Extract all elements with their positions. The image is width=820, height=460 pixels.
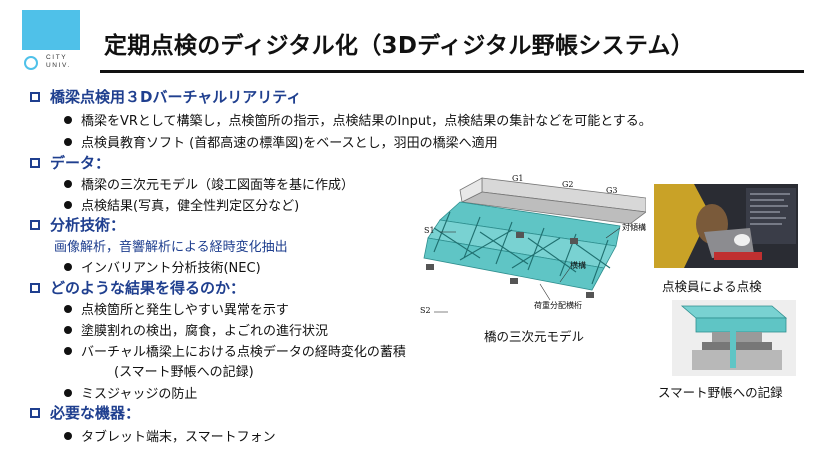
list-item: タブレット端末，スマートフォン (64, 426, 276, 445)
square-bullet-icon (30, 157, 40, 168)
list-item: ミスジャッジの防止 (64, 383, 197, 402)
list-item: 橋梁をVRとして構築し，点検箇所の指示，点検結果のInput，点検結果の集計など… (64, 110, 652, 129)
list-item: インバリアント分析技術(NEC) (64, 257, 261, 276)
bridge-model-figure: G1 G2 G3 S1 S2 対傾構 横構 荷重分配横桁 (420, 172, 648, 322)
bullet-icon (64, 115, 72, 124)
list-item: 点検員教育ソフト (首都高速の標準図)をベースとし，羽田の橋梁へ適用 (64, 132, 498, 151)
label-load-distribution-beam: 荷重分配横桁 (534, 301, 582, 310)
page-title: 定期点検のディジタル化（3Dディジタル野帳システム） (104, 33, 695, 59)
city-univ-logo: CITY UNIV. (22, 10, 82, 76)
section-heading-data: データ： (30, 152, 110, 173)
bullet-icon (64, 304, 72, 313)
title-divider (100, 70, 804, 73)
label-g1: G1 (512, 174, 524, 183)
label-s1: S1 (424, 226, 435, 235)
square-bullet-icon (30, 91, 40, 102)
list-item: 点検箇所と発生しやすい異常を示す (64, 299, 289, 318)
square-bullet-icon (30, 219, 40, 230)
inspector-caption: 点検員による点検 (662, 279, 762, 294)
label-cross-frame: 対傾構 (622, 223, 646, 232)
smart-notebook-figure (672, 300, 796, 376)
logo-mark (22, 10, 80, 50)
logo-ring-icon (24, 56, 38, 70)
label-g3: G3 (606, 186, 618, 195)
list-item-continuation: (スマート野帳への記録) (114, 365, 254, 380)
list-item: 塗膜割れの検出，腐食，よごれの進行状況 (64, 320, 328, 339)
bullet-icon (64, 262, 72, 271)
section-heading-devices: 必要な機器： (30, 402, 140, 423)
analysis-subtext: 画像解析，音響解析による経時変化抽出 (54, 240, 288, 255)
logo-line1: CITY (46, 54, 68, 61)
inspector-vr-drawing (654, 184, 798, 268)
list-item: バーチャル橋梁上における点検データの経時変化の蓄積 (64, 341, 406, 360)
bridge-model-caption: 橋の三次元モデル (484, 329, 585, 344)
bullet-icon (64, 325, 72, 334)
bullet-icon (64, 346, 72, 355)
logo-text: CITY UNIV. (46, 54, 71, 70)
section-heading-analysis: 分析技術： (30, 214, 125, 235)
label-lateral-bracing: 横構 (570, 261, 586, 270)
smart-notebook-drawing (672, 300, 796, 376)
bullet-icon (64, 431, 72, 440)
label-g2: G2 (562, 180, 574, 189)
label-s2: S2 (420, 306, 431, 315)
list-item: 橋梁の三次元モデル（竣工図面等を基に作成） (64, 174, 354, 193)
logo-line2: UNIV. (46, 62, 71, 69)
inspector-vr-figure (654, 184, 798, 268)
bullet-icon (64, 137, 72, 146)
bridge-model-drawing (423, 177, 648, 313)
bullet-icon (64, 200, 72, 209)
smart-notebook-caption: スマート野帳への記録 (658, 385, 783, 400)
section-heading-vr: 橋梁点検用３Dバーチャルリアリティ (30, 86, 301, 107)
section-heading-results: どのような結果を得るのか： (30, 277, 245, 298)
bullet-icon (64, 179, 72, 188)
square-bullet-icon (30, 407, 40, 418)
bullet-icon (64, 388, 72, 397)
square-bullet-icon (30, 282, 40, 293)
list-item: 点検結果(写真，健全性判定区分など) (64, 195, 299, 214)
